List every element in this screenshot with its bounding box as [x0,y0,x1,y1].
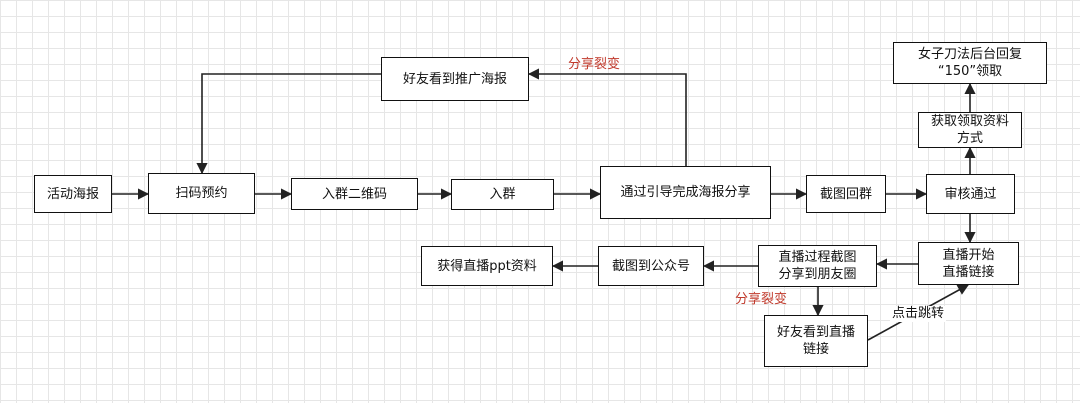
node-friend-sees-live: 好友看到直播 链接 [764,315,868,367]
node-scan-book: 扫码预约 [148,173,255,214]
node-review-pass: 审核通过 [926,174,1015,214]
node-live-screenshot: 直播过程截图 分享到朋友圈 [758,245,877,287]
arrow-friend-poster-to-scan [196,73,381,175]
node-screenshot-public: 截图到公众号 [598,246,704,286]
node-get-method: 获取领取资料 方式 [918,112,1022,148]
label-share-fission-bottom: 分享裂变 [735,292,788,307]
node-activity-poster: 活动海报 [34,175,112,213]
node-join-group: 入群 [451,179,554,210]
node-live-start: 直播开始 直播链接 [918,242,1019,285]
node-share-poster: 通过引导完成海报分享 [600,166,771,219]
label-click-jump: 点击跳转 [890,306,947,322]
node-group-qr: 入群二维码 [291,178,418,210]
arrow-share-to-friend-poster [527,68,687,166]
node-reply-150: 女子刀法后台回复 “150”领取 [893,42,1047,84]
label-share-fission-top: 分享裂变 [568,57,621,72]
node-get-ppt: 获得直播ppt资料 [421,246,553,286]
node-screenshot-group: 截图回群 [806,175,886,213]
node-friend-sees-poster: 好友看到推广海报 [381,57,529,101]
